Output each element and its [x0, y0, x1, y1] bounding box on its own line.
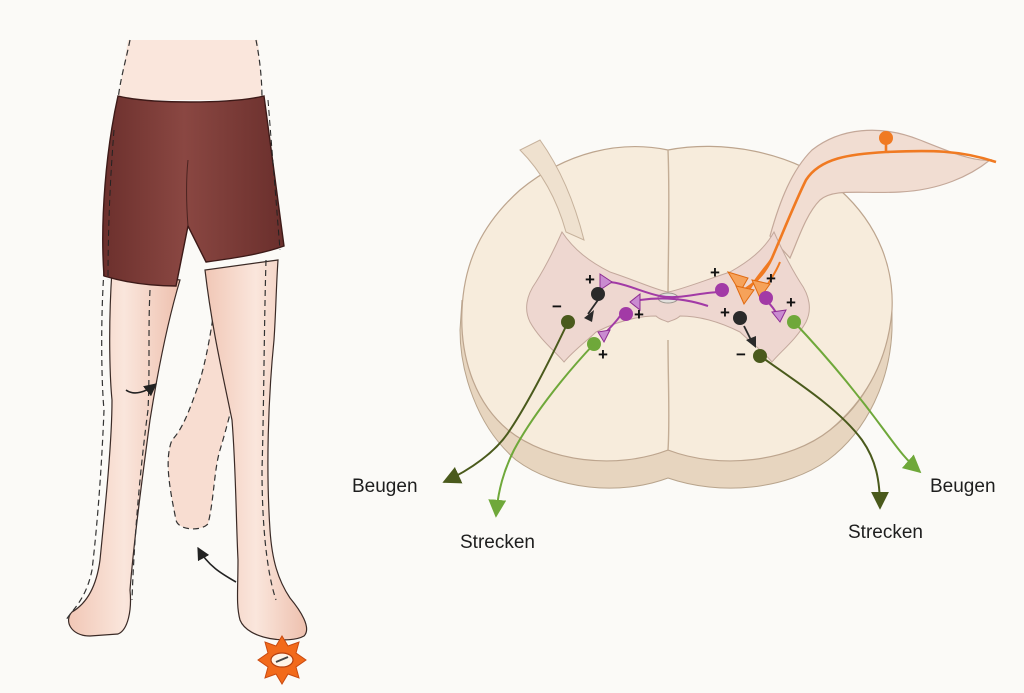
- knee-flexion-arrow-icon: [125, 383, 157, 397]
- interneuron-right-upper: [715, 283, 729, 297]
- label-left-strecken: Strecken: [460, 532, 535, 553]
- sign-minus-2: −: [736, 345, 746, 364]
- sign-minus-1: −: [552, 297, 562, 316]
- sign-plus-5: +: [766, 269, 776, 288]
- torso: [118, 40, 262, 100]
- standing-leg: [68, 269, 181, 637]
- inhibitory-neurons: [584, 287, 756, 348]
- sign-plus-1: +: [585, 270, 595, 289]
- interneuron-right-mid: [759, 291, 773, 305]
- crossing-interneuron: [597, 273, 787, 344]
- legs-illustration: [65, 39, 308, 685]
- sign-plus-4: +: [710, 263, 720, 282]
- withdrawing-leg: [204, 259, 308, 641]
- sensory-afferent: [726, 131, 997, 306]
- foot-withdrawal-arrow-icon: [197, 546, 237, 583]
- shorts: [102, 95, 285, 287]
- sign-plus-6: +: [720, 303, 730, 322]
- sign-plus-7: +: [786, 293, 796, 312]
- left-flexor-axon: [442, 321, 569, 484]
- left-dorsal-root: [519, 139, 585, 241]
- pain-stimulus-star-icon: [257, 635, 307, 685]
- right-extensor-axon: [759, 355, 889, 510]
- interneuron-left: [619, 307, 633, 321]
- sign-plus-2: +: [634, 305, 644, 324]
- sign-plus-3: +: [598, 345, 608, 364]
- right-flexor-axon: [793, 321, 922, 474]
- label-right-strecken: Strecken: [848, 522, 923, 543]
- label-left-beugen: Beugen: [352, 476, 418, 497]
- spinal-cord-cross-section: + − + + + + + + − Beugen Strecken Streck…: [352, 129, 997, 553]
- left-extensor-axon: [488, 343, 595, 518]
- label-right-beugen: Beugen: [930, 476, 996, 497]
